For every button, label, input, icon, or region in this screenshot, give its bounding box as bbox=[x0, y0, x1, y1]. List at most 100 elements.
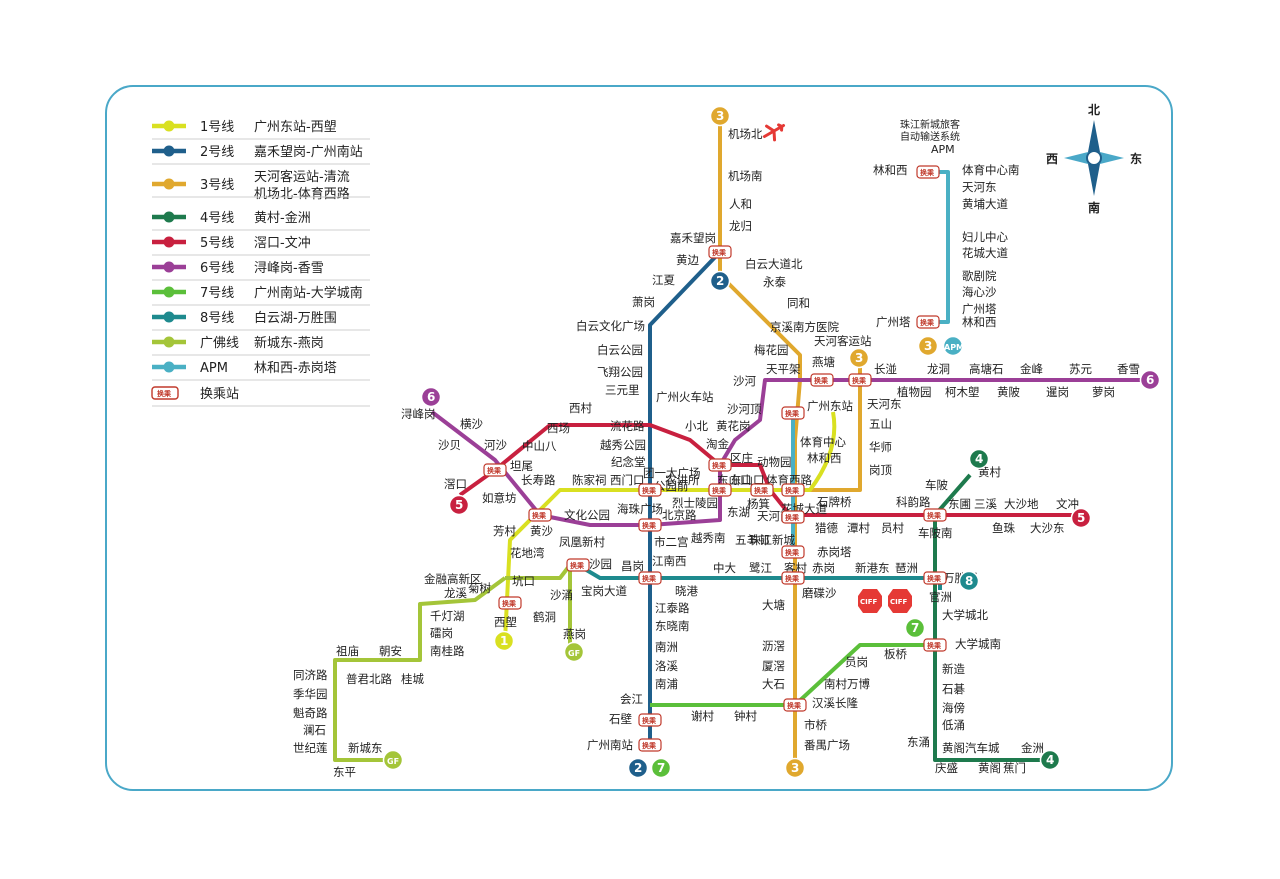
station-label: 西门口 bbox=[610, 473, 645, 487]
svg-text:换乘: 换乘 bbox=[785, 513, 800, 522]
station-label: 鱼珠 bbox=[992, 521, 1015, 535]
legend-line-desc: 林和西-赤岗塔 bbox=[254, 361, 337, 376]
legend-line-name: 8号线 bbox=[200, 311, 234, 326]
station-label: 板桥 bbox=[884, 647, 907, 661]
station-label: 东晓南 bbox=[655, 619, 690, 633]
station-label: 黄边 bbox=[676, 253, 699, 267]
station-label: 燕塘 bbox=[812, 355, 835, 369]
svg-text:换乘: 换乘 bbox=[785, 548, 800, 557]
station-label: 燕岗 bbox=[563, 627, 586, 641]
station-label: 礌岗 bbox=[430, 626, 453, 640]
legend-line-name: 7号线 bbox=[200, 286, 234, 301]
svg-text:换乘: 换乘 bbox=[785, 409, 800, 418]
station-label: 公园前 bbox=[654, 479, 689, 493]
legend-line-name: 4号线 bbox=[200, 211, 234, 226]
svg-text:换乘: 换乘 bbox=[157, 389, 172, 398]
station-label: 鹭江 bbox=[749, 561, 772, 575]
station-label: 沙园 bbox=[589, 557, 612, 571]
station-label: 长湴 bbox=[874, 362, 897, 376]
station-label: 新港东 bbox=[855, 561, 890, 575]
legend-line-desc: 广州东站-西塱 bbox=[254, 119, 337, 135]
station-label: 白云公园 bbox=[597, 343, 643, 357]
station-label: 广州塔 bbox=[876, 315, 911, 329]
legend-line-desc: 新城东-燕岗 bbox=[254, 335, 324, 351]
station-label: 林和西 bbox=[873, 163, 908, 177]
station-label: 官洲 bbox=[929, 590, 952, 604]
station-label: 金峰 bbox=[1020, 362, 1043, 376]
transfer-station: 换乘 bbox=[708, 245, 732, 259]
svg-text:换乘: 换乘 bbox=[502, 599, 517, 608]
legend-line-desc: 白云湖-万胜围 bbox=[254, 310, 337, 326]
legend-line-name: 换乘站 bbox=[200, 387, 239, 402]
svg-text:换乘: 换乘 bbox=[927, 574, 942, 583]
station-label: 妇儿中心 bbox=[962, 230, 1008, 244]
transfer-station: 换乘 bbox=[498, 596, 522, 610]
svg-text:换乘: 换乘 bbox=[570, 561, 585, 570]
line-badge: 5 bbox=[448, 494, 470, 516]
station-label: 区庄 bbox=[730, 451, 753, 465]
svg-text:换乘: 换乘 bbox=[920, 318, 935, 327]
station-label: 文化公园 bbox=[564, 508, 610, 522]
station-label: 龙归 bbox=[729, 219, 752, 233]
transfer-station: 换乘 bbox=[638, 713, 662, 727]
legend-line-desc: 嘉禾望岗-广州南站 bbox=[254, 144, 363, 160]
station-label: 坦尾 bbox=[510, 459, 533, 473]
station-label: 大沙地 bbox=[1004, 497, 1039, 511]
station-label: 天平架 bbox=[766, 362, 801, 376]
legend-item: 5号线滘口-文冲 bbox=[152, 236, 370, 256]
line-badge: 8 bbox=[958, 570, 980, 592]
svg-text:3: 3 bbox=[924, 339, 932, 353]
svg-text:换乘: 换乘 bbox=[532, 511, 547, 520]
station-label: 市二宫 bbox=[654, 535, 689, 549]
svg-text:2: 2 bbox=[716, 274, 724, 288]
station-label: 猎德 bbox=[815, 521, 838, 535]
station-label: 黄沙 bbox=[530, 524, 553, 538]
station-label: 凤凰新村 bbox=[559, 535, 605, 549]
line-badge: 3 bbox=[917, 335, 939, 357]
transfer-station: 换乘 bbox=[638, 518, 662, 532]
legend-line-name: 2号线 bbox=[200, 145, 234, 160]
station-label: 南洲 bbox=[655, 640, 678, 654]
svg-text:3: 3 bbox=[855, 351, 863, 365]
legend-line-name: 广佛线 bbox=[200, 336, 239, 351]
station-labels: 机场北机场南人和龙归嘉禾望岗黄边白云大道北永泰同和京溪南方医院天河客运站梅花园燕… bbox=[293, 127, 1140, 779]
station-label: 东涌 bbox=[907, 735, 930, 749]
compass: 北 南 西 东 bbox=[1046, 102, 1142, 215]
station-label: 金融高新区 bbox=[424, 572, 482, 586]
line-badge: 1 bbox=[493, 630, 515, 652]
line-badge: APM bbox=[942, 335, 964, 357]
svg-text:换乘: 换乘 bbox=[642, 741, 657, 750]
station-label: 车陂南 bbox=[918, 526, 953, 540]
station-label: 萧岗 bbox=[632, 295, 655, 309]
station-label: 潭村 bbox=[847, 521, 870, 535]
line-badge: GF bbox=[563, 641, 585, 663]
station-label: 林和西 bbox=[962, 315, 997, 329]
station-label: 植物园 bbox=[897, 385, 932, 399]
station-label: 天河客运站 bbox=[814, 334, 872, 348]
svg-text:换乘: 换乘 bbox=[487, 466, 502, 475]
legend-line-desc: 天河客运站-清流 bbox=[254, 169, 350, 185]
station-label: 苏元 bbox=[1069, 362, 1092, 376]
svg-text:3: 3 bbox=[716, 109, 724, 123]
ciff-mark-2: CIFF bbox=[888, 589, 912, 613]
station-label: 海珠广场 bbox=[617, 502, 663, 516]
line-badge: 3 bbox=[709, 105, 731, 127]
station-label: 赤岗 bbox=[812, 561, 835, 575]
metro-line-path bbox=[648, 250, 722, 745]
transfer-station: 换乘 bbox=[566, 558, 590, 572]
station-label: 陈家祠 bbox=[572, 473, 607, 487]
station-label: 江南西 bbox=[652, 554, 687, 568]
station-label: 晓港 bbox=[675, 584, 698, 598]
line-badge: 4 bbox=[1039, 749, 1061, 771]
legend-line-desc: 滘口-文冲 bbox=[254, 236, 311, 251]
svg-text:CIFF: CIFF bbox=[890, 598, 908, 606]
svg-text:换乘: 换乘 bbox=[927, 511, 942, 520]
line-badge: 7 bbox=[904, 617, 926, 639]
transfer-station: 换乘 bbox=[638, 483, 662, 497]
station-label: 新造 bbox=[942, 662, 965, 676]
svg-text:换乘: 换乘 bbox=[785, 574, 800, 583]
station-label: 大塘 bbox=[762, 598, 785, 612]
station-label: 越秀公园 bbox=[600, 438, 646, 452]
station-label: 动物园 bbox=[757, 455, 792, 469]
station-label: 祖庙 bbox=[336, 644, 359, 658]
